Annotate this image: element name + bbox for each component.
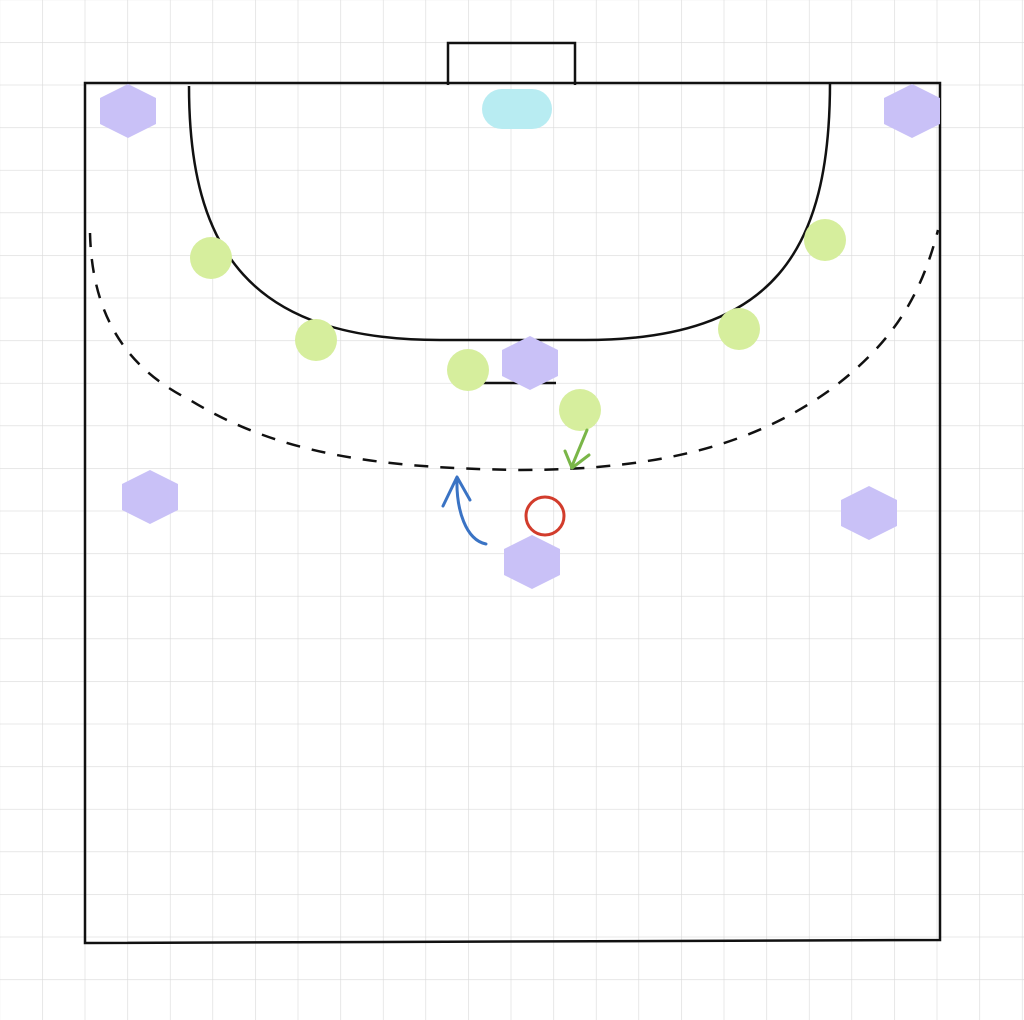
attacker-movement-arrow-icon [455, 476, 488, 546]
attacker-hexagon-icon [841, 486, 897, 540]
free-throw-line [88, 229, 940, 472]
attacker-arrowhead-icon [441, 475, 472, 508]
attacker-hexagon-icon [884, 84, 940, 138]
attacker-hexagon-icon [100, 84, 156, 138]
attacker-hexagon-icon [504, 535, 560, 589]
goal-frame [446, 41, 577, 85]
defender-movement-arrow-icon [570, 428, 589, 468]
defender-arrowhead-icon [563, 449, 591, 470]
attacker-hexagon-icon [502, 336, 558, 390]
defender-circle-icon [559, 389, 601, 431]
goalkeeper-pill-icon [482, 89, 552, 129]
defender-circle-icon [190, 237, 232, 279]
defender-circle-icon [295, 319, 337, 361]
goal-area-line [187, 81, 832, 342]
ball-ring-icon [524, 495, 566, 537]
attacker-hexagon-icon [122, 470, 178, 524]
defender-circle-icon [447, 349, 489, 391]
court-boundary [83, 81, 942, 945]
defender-circle-icon [718, 308, 760, 350]
defender-circle-icon [804, 219, 846, 261]
